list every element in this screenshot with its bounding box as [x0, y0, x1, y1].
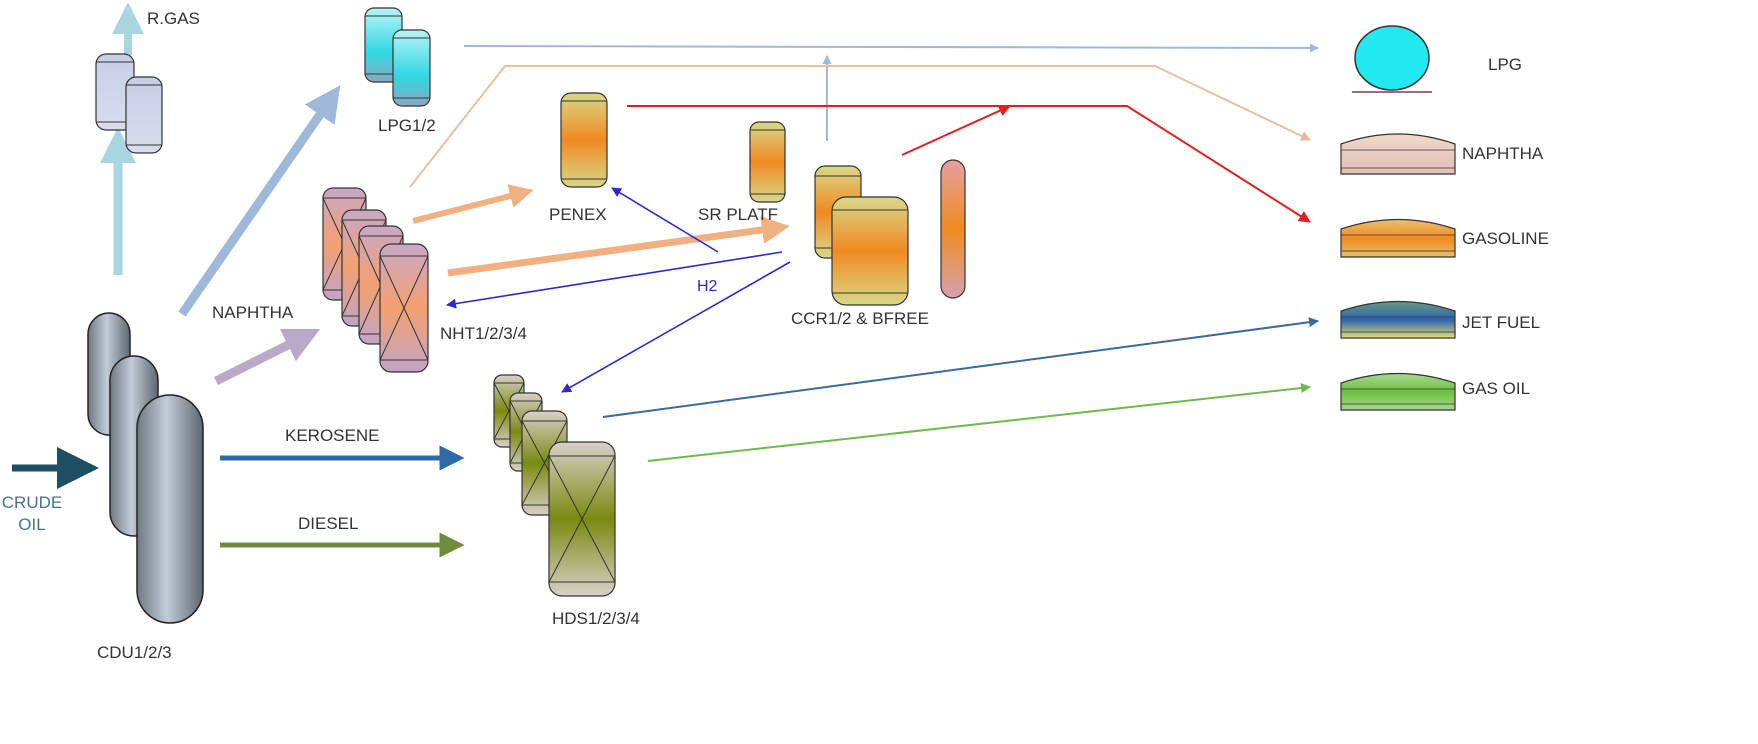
cdu-label: CDU1/2/3: [97, 643, 172, 662]
jet-fuel-tank: [1340, 300, 1456, 339]
crude-oil-label-line1: CRUDE: [2, 493, 62, 512]
penex-reactor: [560, 92, 608, 188]
nht-to-ccr-arrow: [447, 216, 790, 277]
gasoline-product-label: GASOLINE: [1462, 229, 1549, 248]
h2-label: H2: [697, 278, 718, 295]
ccr-to-gasoline-arrow: [901, 105, 1011, 156]
nht-to-penex-arrow: [412, 184, 534, 224]
crude-oil-label-line2: OIL: [18, 515, 45, 534]
naphtha-product-line: [409, 65, 1311, 188]
gasoline-product-line: [627, 105, 1311, 223]
gas-oil-tank: [1340, 372, 1456, 411]
naphtha-tank: [1340, 133, 1456, 175]
jet-fuel-product-line: [602, 317, 1319, 418]
h2-to-penex-line: [611, 187, 719, 253]
hds-label: HDS1/2/3/4: [552, 609, 640, 628]
hds-reactors: [493, 374, 616, 597]
gasoline-tank: [1340, 218, 1456, 258]
nht-reactor: [379, 243, 429, 373]
naphtha-product-label: NAPHTHA: [1462, 144, 1544, 163]
cdu-columns: [87, 312, 204, 624]
naphtha-feed-arrow: [213, 328, 321, 386]
rgas-label: R.GAS: [147, 9, 200, 28]
kerosene-stream-label: KEROSENE: [285, 426, 379, 445]
lpg-product-line: [463, 43, 1319, 53]
h2-to-hds-line: [561, 261, 791, 393]
ccr-reactor: [831, 196, 909, 306]
lpg-unit-label: LPG1/2: [378, 116, 436, 135]
rgas-drum: [95, 53, 135, 131]
ccr-label: CCR1/2 & BFREE: [791, 309, 929, 328]
gas-oil-product-label: GAS OIL: [1462, 379, 1530, 398]
lpg-vessels: [364, 7, 431, 107]
sr-platf-reactor: [749, 121, 786, 203]
hds-reactor: [548, 441, 616, 597]
nht-reactors: [322, 187, 429, 373]
lpg-sphere: [1352, 25, 1432, 93]
bfree-column: [940, 159, 966, 299]
diesel-stream-label: DIESEL: [298, 514, 358, 533]
labels: CRUDE OIL R.GAS LPG1/2 NAPHTHA KEROSENE …: [2, 9, 1549, 662]
ccr-vessels: [814, 159, 966, 306]
penex-label: PENEX: [549, 205, 607, 224]
cdu-column: [136, 394, 204, 624]
cdu-to-lpg-arrow: [178, 85, 341, 317]
naphtha-stream-label: NAPHTHA: [212, 303, 294, 322]
sr-platf-label: SR PLATF: [698, 205, 778, 224]
nht-label: NHT1/2/3/4: [440, 324, 527, 343]
h2-to-nht-line: [446, 251, 783, 309]
rgas-vessels: [95, 53, 163, 154]
product-tanks: [1340, 25, 1456, 411]
lpg-product-label: LPG: [1488, 55, 1522, 74]
rgas-drum: [125, 76, 163, 154]
jet-fuel-product-label: JET FUEL: [1462, 313, 1540, 332]
gas-oil-product-line: [647, 383, 1311, 462]
flow-lines: [12, 2, 1319, 558]
lpg-drum: [392, 29, 431, 107]
